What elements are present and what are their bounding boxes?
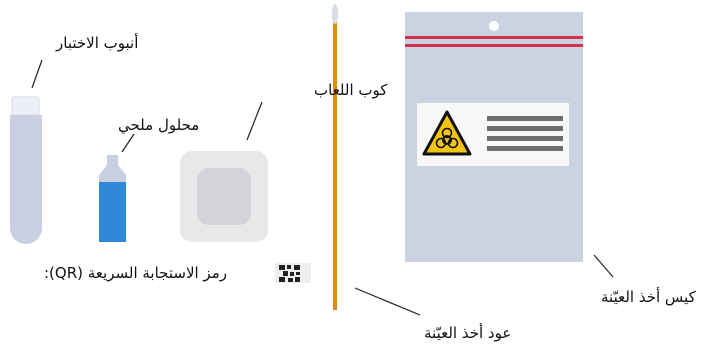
test-tube-body bbox=[10, 115, 42, 244]
test-tube-leader-line bbox=[31, 59, 43, 89]
test-tube bbox=[10, 96, 42, 244]
saline-bottle bbox=[99, 155, 126, 242]
label-test-tube: أنبوب الاختبار bbox=[56, 34, 139, 52]
saline-leader-line bbox=[121, 133, 135, 153]
label-swab: عود أخذ العيّنة bbox=[424, 324, 512, 342]
biohazard-icon bbox=[422, 110, 472, 156]
saline-liquid bbox=[99, 182, 126, 242]
sample-bag-hole bbox=[489, 21, 499, 31]
sample-bag bbox=[405, 12, 583, 262]
label-saline: محلول ملحي bbox=[118, 116, 200, 134]
swab bbox=[331, 4, 339, 310]
sample-bag-text-line-1 bbox=[487, 116, 563, 121]
sample-bag-stripe-1 bbox=[405, 36, 583, 39]
sample-bag-text-line-2 bbox=[487, 126, 563, 131]
sample-bag-stripe-2 bbox=[405, 44, 583, 47]
sample-bag-text-line-3 bbox=[487, 136, 563, 141]
swab-leader-line bbox=[354, 287, 421, 316]
saline-bottle-neck bbox=[99, 155, 126, 182]
saliva-cup-inner bbox=[197, 168, 251, 225]
swab-stick bbox=[333, 22, 337, 310]
swab-tip bbox=[331, 4, 339, 24]
label-saliva-cup: كوب اللعاب bbox=[314, 81, 388, 99]
sample-bag-text-line-4 bbox=[487, 146, 563, 151]
saliva-cup-leader-line bbox=[246, 101, 263, 141]
label-sample-bag: كيس أخذ العيّنة bbox=[601, 288, 696, 306]
saliva-cup bbox=[180, 151, 268, 242]
test-tube-cap bbox=[11, 96, 40, 116]
sample-bag-leader-line bbox=[593, 254, 614, 278]
qr-code-icon bbox=[275, 263, 311, 283]
label-qr-code: رمز الاستجابة السريعة (QR): bbox=[44, 264, 227, 282]
